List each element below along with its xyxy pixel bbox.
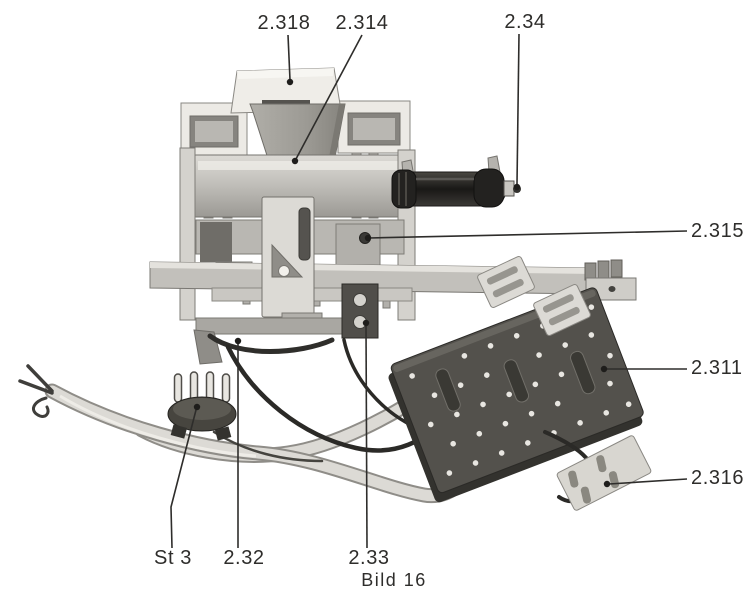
small-slotted-plate xyxy=(556,435,652,511)
leader-dot-2-34 xyxy=(513,183,521,191)
part-label-2-315: 2.315 xyxy=(691,220,744,242)
leader-dot-2-315 xyxy=(364,234,372,242)
leader-dot-2-316 xyxy=(603,480,611,488)
leader-2-33 xyxy=(365,325,368,549)
part-labels: 2.318 2.314 2.34 2.315 2.311 2.316 St 3 … xyxy=(154,11,744,569)
connector-pins xyxy=(173,371,231,403)
leader-lines xyxy=(170,33,688,549)
coil-contact-block xyxy=(341,283,379,339)
leader-dot-2-32 xyxy=(234,337,242,345)
part-label-2-32: 2.32 xyxy=(223,547,264,569)
leader-dot-2-314 xyxy=(291,157,299,165)
bottom-bracket xyxy=(193,317,357,365)
part-label-2-316: 2.316 xyxy=(691,467,744,489)
clamp-block-lower xyxy=(533,284,591,336)
part-label-2-318: 2.318 xyxy=(257,12,310,34)
left-end-plate xyxy=(179,147,196,321)
leader-dot-st3 xyxy=(193,403,201,411)
connector-plug xyxy=(167,371,237,441)
solenoid-cylinder xyxy=(391,155,521,209)
screw-block xyxy=(335,223,381,269)
leader-dot-2-311 xyxy=(600,365,608,373)
leader-2-314 xyxy=(295,34,363,160)
center-slide-plate xyxy=(261,196,323,328)
leader-dot-2-33 xyxy=(362,319,370,327)
part-label-2-33: 2.33 xyxy=(348,547,389,569)
leader-st3 xyxy=(170,409,197,549)
clamp-block-upper xyxy=(477,256,535,308)
cable-fork-end xyxy=(18,364,54,418)
part-label-2-34: 2.34 xyxy=(504,11,545,33)
right-wing-block xyxy=(337,100,411,154)
plate-slots xyxy=(435,350,596,412)
part-label-2-311: 2.311 xyxy=(691,357,743,379)
leader-2-315 xyxy=(368,230,688,239)
leader-2-34 xyxy=(516,33,520,185)
part-label-st3: St 3 xyxy=(154,547,192,569)
figure-caption: Bild 16 xyxy=(361,570,427,590)
leader-dot-2-318 xyxy=(286,78,294,86)
leader-2-318 xyxy=(287,34,291,81)
leader-2-316 xyxy=(608,478,688,485)
part-label-2-314: 2.314 xyxy=(335,12,388,34)
